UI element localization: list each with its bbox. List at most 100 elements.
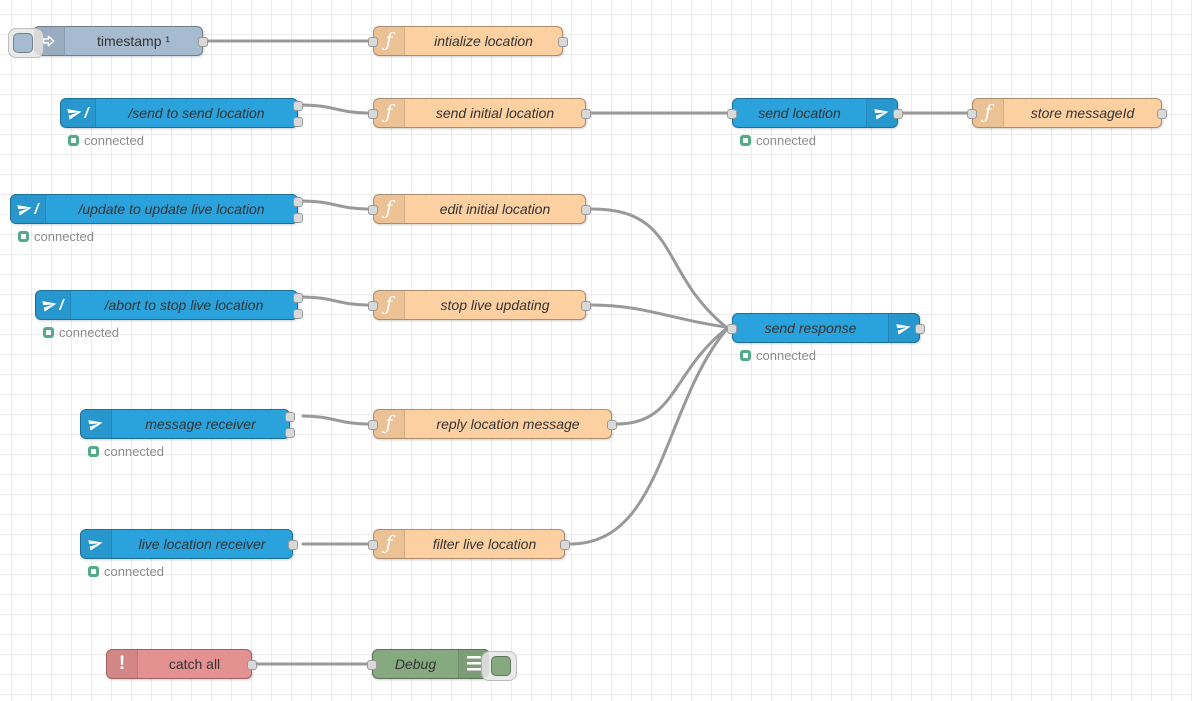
telegram-command-send-node[interactable]: / /send to send location	[60, 98, 303, 128]
telegram-sender-send-location-node[interactable]: send location	[727, 98, 903, 128]
status-text: connected	[84, 133, 144, 148]
output-port[interactable]	[198, 37, 208, 47]
output-port[interactable]	[247, 660, 257, 670]
telegram-command-icon: /	[11, 195, 46, 223]
wire[interactable]	[615, 327, 728, 426]
output-port[interactable]	[893, 109, 903, 119]
inject-arrow-icon	[34, 27, 65, 55]
input-port[interactable]	[368, 109, 378, 119]
node-label: reply location message	[436, 416, 580, 432]
node-label: /update to update live location	[78, 201, 265, 217]
function-reply-location-message-node[interactable]: ƒ reply location message	[368, 409, 617, 439]
input-port[interactable]	[368, 205, 378, 215]
function-icon: ƒ	[374, 195, 405, 223]
debug-output-icon	[458, 650, 489, 678]
node-label: /send to send location	[128, 105, 265, 121]
node-label: send initial location	[435, 105, 555, 121]
output-port[interactable]	[288, 540, 298, 550]
status-dot-icon	[740, 350, 751, 361]
status-text: connected	[756, 133, 816, 148]
node-label: filter live location	[432, 536, 537, 552]
node-status: connected	[740, 133, 816, 148]
node-status: connected	[68, 133, 144, 148]
input-port[interactable]	[727, 109, 737, 119]
status-text: connected	[756, 348, 816, 363]
output-port[interactable]	[581, 301, 591, 311]
telegram-command-icon: /	[61, 99, 96, 127]
status-dot-icon	[740, 135, 751, 146]
node-label: intialize location	[434, 33, 533, 49]
node-label: timestamp ¹	[96, 33, 171, 49]
input-port[interactable]	[368, 540, 378, 550]
telegram-receiver-message-node[interactable]: message receiver	[80, 409, 295, 439]
telegram-plane-icon	[81, 530, 112, 558]
output-port[interactable]	[607, 420, 617, 430]
output-port[interactable]	[293, 117, 303, 127]
node-label: stop live updating	[440, 297, 550, 313]
input-port[interactable]	[367, 660, 377, 670]
node-label: edit initial location	[439, 201, 551, 217]
node-status: connected	[43, 325, 119, 340]
input-port[interactable]	[368, 420, 378, 430]
node-status: connected	[740, 348, 816, 363]
debug-node[interactable]: Debug	[367, 649, 517, 681]
input-port[interactable]	[368, 301, 378, 311]
output-port[interactable]	[293, 309, 303, 319]
status-text: connected	[104, 444, 164, 459]
node-status: connected	[88, 564, 164, 579]
telegram-plane-icon	[81, 410, 112, 438]
wire[interactable]	[301, 295, 369, 307]
wire[interactable]	[301, 199, 369, 211]
wire[interactable]	[568, 328, 728, 546]
output-port[interactable]	[293, 101, 303, 111]
output-port[interactable]	[560, 540, 570, 550]
input-port[interactable]	[727, 324, 737, 334]
output-port[interactable]	[581, 109, 591, 119]
output-port[interactable]	[915, 324, 925, 334]
telegram-plane-icon	[866, 99, 897, 127]
telegram-command-abort-node[interactable]: //abort to stop live location	[35, 290, 303, 320]
output-port[interactable]	[293, 213, 303, 223]
input-port[interactable]	[368, 37, 378, 47]
function-initialize-location-node[interactable]: ƒ intialize location	[368, 26, 568, 56]
function-icon: ƒ	[374, 410, 405, 438]
output-port[interactable]	[285, 412, 295, 422]
wire[interactable]	[589, 303, 728, 329]
node-label: Debug	[394, 656, 437, 672]
telegram-sender-send-response-node[interactable]: send response	[727, 313, 925, 343]
function-icon: ƒ	[374, 27, 405, 55]
node-label: send response	[764, 320, 857, 336]
status-dot-icon	[68, 135, 79, 146]
function-store-messageid-node[interactable]: ƒ store messageId	[967, 98, 1167, 128]
catch-all-node[interactable]: !catch all	[106, 649, 257, 679]
catch-exclamation-icon: !	[107, 650, 138, 678]
status-dot-icon	[18, 231, 29, 242]
function-icon: ƒ	[973, 99, 1004, 127]
function-edit-initial-location-node[interactable]: ƒ edit initial location	[368, 194, 591, 224]
node-label: send location	[758, 105, 841, 121]
output-port[interactable]	[581, 205, 591, 215]
node-label: /abort to stop live location	[104, 297, 264, 313]
status-dot-icon	[88, 446, 99, 457]
node-label: store messageId	[1030, 105, 1135, 121]
output-port[interactable]	[293, 197, 303, 207]
output-port[interactable]	[1157, 109, 1167, 119]
node-status: connected	[18, 229, 94, 244]
output-port[interactable]	[558, 37, 568, 47]
node-label: message receiver	[145, 416, 256, 432]
telegram-receiver-live-location-node[interactable]: live location receiver	[80, 529, 298, 559]
status-text: connected	[104, 564, 164, 579]
wire[interactable]	[301, 103, 369, 115]
wire[interactable]	[589, 207, 728, 329]
inject-timestamp-node[interactable]: timestamp ¹	[8, 26, 208, 58]
output-port[interactable]	[293, 293, 303, 303]
wire[interactable]	[301, 414, 369, 426]
input-port[interactable]	[967, 109, 977, 119]
telegram-command-update-node[interactable]: / /update to update live location	[10, 194, 303, 224]
output-port[interactable]	[285, 428, 295, 438]
